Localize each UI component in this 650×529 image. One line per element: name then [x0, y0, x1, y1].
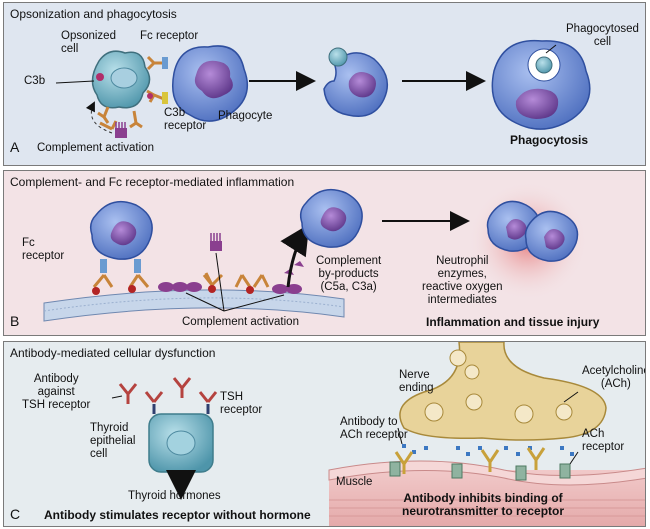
inflamed-tissue	[468, 181, 588, 301]
label-c3b: C3b	[24, 75, 46, 87]
label-antibody-ach: Antibody to ACh receptor	[340, 416, 408, 441]
label-complement-byproducts: Complement by-products (C5a, C3a)	[316, 255, 382, 293]
label-thyroid-hormones: Thyroid hormones	[128, 490, 221, 502]
label-opsonized-cell: Opsonized cell	[61, 30, 116, 55]
panel-c-letter: C	[10, 506, 21, 522]
tsh-receptors	[152, 404, 210, 414]
label-c3b-receptor: C3b receptor	[164, 107, 207, 132]
panel-cellular-dysfunction: Antibody-mediated cellular dysfunction A…	[3, 341, 646, 527]
label-thyroid-cell: Thyroid epithelial cell	[90, 422, 136, 460]
panel-b-caption: Inflammation and tissue injury	[426, 315, 600, 329]
label-complement-activation-b: Complement activation	[182, 316, 299, 328]
label-phagocytosed-cell: Phagocytosed cell	[566, 23, 639, 48]
fc-receptor-stalks	[162, 57, 168, 104]
muscle-striations	[329, 499, 645, 517]
panel-inflammation: Complement- and Fc receptor-mediated inf…	[3, 170, 646, 336]
antibodies-b	[92, 272, 270, 288]
panel-a-illustration	[55, 39, 591, 138]
phagocyte	[172, 45, 249, 122]
label-ach-receptor: ACh receptor	[582, 428, 625, 453]
label-antibody-tsh: Antibody against TSH receptor	[22, 373, 91, 411]
label-phagocyte: Phagocyte	[218, 110, 273, 122]
neutrophil-bound	[89, 200, 153, 273]
panel-c-caption-left: Antibody stimulates receptor without hor…	[44, 508, 311, 522]
nerve-ending	[399, 342, 607, 441]
panel-c-illustration	[111, 342, 645, 526]
label-acetylcholine: Acetylcholine (ACh)	[582, 365, 646, 390]
label-neutrophil-enzymes: Neutrophil enzymes, reactive oxygen inte…	[422, 255, 503, 306]
phagocyte-with-vacuole	[491, 39, 591, 130]
chemotaxis-arrow	[280, 223, 310, 288]
opsonized-cell	[91, 50, 151, 109]
panel-opsonization: Opsonization and phagocytosis Opsonized …	[3, 2, 646, 166]
panel-a-letter: A	[10, 139, 20, 155]
label-complement-activation: Complement activation	[37, 142, 154, 154]
panel-b-letter: B	[10, 313, 20, 329]
anti-tsh-antibodies	[118, 377, 218, 404]
cell-membrane	[43, 289, 345, 322]
engulfing-phagocyte	[323, 47, 389, 117]
label-fc-receptor-b: Fc receptor	[22, 237, 65, 262]
label-fc-receptor: Fc receptor	[140, 30, 199, 42]
label-tsh-receptor: TSH receptor	[220, 391, 263, 416]
panel-c-caption-right: Antibody inhibits binding of neurotransm…	[402, 491, 565, 518]
neutrophil-recruited	[299, 188, 363, 248]
panel-a-title: Opsonization and phagocytosis	[10, 7, 177, 21]
antigen-dots	[92, 285, 254, 295]
panel-b-title: Complement- and Fc receptor-mediated inf…	[10, 175, 295, 189]
thyroid-cell	[148, 413, 214, 473]
label-muscle: Muscle	[336, 476, 373, 488]
anti-ach-antibodies	[394, 447, 546, 474]
label-nerve-ending: Nerve ending	[399, 369, 434, 394]
ach-molecules	[402, 444, 574, 456]
complement-deposits	[158, 233, 304, 294]
panel-a-caption: Phagocytosis	[510, 133, 589, 147]
panel-c-title: Antibody-mediated cellular dysfunction	[10, 346, 216, 360]
ach-receptors	[389, 461, 571, 481]
complement-molecule	[85, 73, 153, 138]
panel-b-illustration	[43, 181, 588, 322]
